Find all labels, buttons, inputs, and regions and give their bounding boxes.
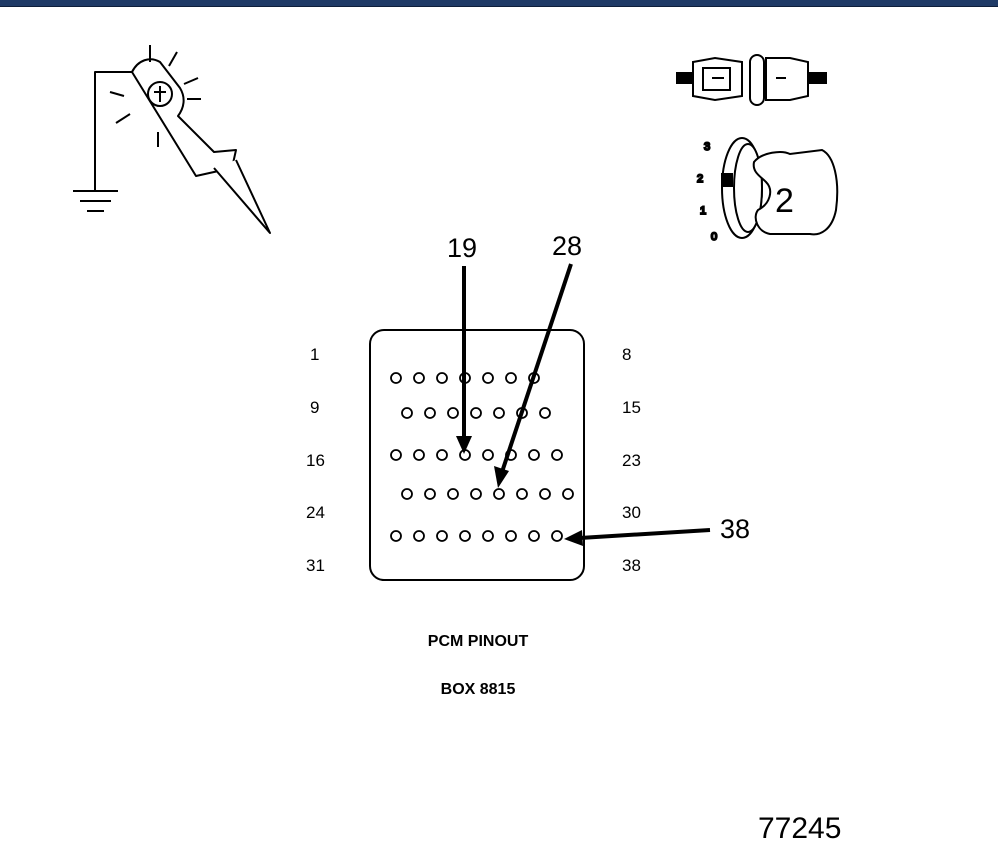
connector-pin-29: [539, 488, 551, 500]
callout-19: 19: [447, 233, 477, 263]
connector-pin-38: [551, 530, 563, 542]
connector-pin-14: [539, 407, 551, 419]
row-label-left-1: 1: [310, 345, 319, 364]
connector-pin-26: [470, 488, 482, 500]
callout-38: 38: [720, 514, 750, 544]
callout-28: 28: [552, 231, 582, 261]
callout-arrow-28: [500, 263, 573, 473]
callout-arrow-38: [579, 528, 711, 540]
connector-pin-10: [447, 407, 459, 419]
connector-pin-28: [516, 488, 528, 500]
connector-pin-5: [482, 372, 494, 384]
figure-number: 77245: [758, 812, 841, 845]
ignition-position-3: 3: [704, 141, 710, 153]
ignition-position-1: 1: [700, 205, 706, 217]
connector-pin-15: [390, 449, 402, 461]
connector-pin-6: [505, 372, 517, 384]
connector-pin-19: [482, 449, 494, 461]
row-label-left-3: 16: [306, 451, 325, 470]
connector-pin-25: [447, 488, 459, 500]
connector-pin-31: [390, 530, 402, 542]
connector-pin-11: [470, 407, 482, 419]
caption-box-number: BOX 8815: [441, 681, 516, 698]
row-label-right-3: 23: [622, 451, 641, 470]
ignition-key-icon: 3 2 1 0 2: [696, 137, 839, 244]
row-label-right-4: 30: [622, 503, 641, 522]
connector-pin-34: [459, 530, 471, 542]
row-label-right-2: 15: [622, 398, 641, 417]
connector-pins: [390, 372, 574, 542]
connector-pin-33: [436, 530, 448, 542]
connector-pin-24: [424, 488, 436, 500]
window-top-bar: [0, 0, 998, 7]
connector-pin-23: [401, 488, 413, 500]
test-light-icon: [73, 45, 271, 234]
row-label-left-2: 9: [310, 398, 319, 417]
connector-pin-3: [436, 372, 448, 384]
row-label-left-4: 24: [306, 503, 325, 522]
row-label-right-1: 8: [622, 345, 631, 364]
connector-pin-27: [493, 488, 505, 500]
row-label-left-5: 31: [306, 556, 325, 575]
ground-wire: [94, 71, 135, 190]
ground-symbol-icon: [73, 190, 118, 212]
connector-pin-36: [505, 530, 517, 542]
connector-pin-2: [413, 372, 425, 384]
connector-pin-21: [528, 449, 540, 461]
caption-pcm-pinout: PCM PINOUT: [428, 633, 529, 650]
ignition-position-0: 0: [711, 231, 717, 243]
connector-pin-35: [482, 530, 494, 542]
connector-disconnect-icon: [676, 54, 827, 106]
connector-pin-22: [551, 449, 563, 461]
row-label-right-5: 38: [622, 556, 641, 575]
connector-pin-17: [436, 449, 448, 461]
connector-pin-30: [562, 488, 574, 500]
connector-pin-12: [493, 407, 505, 419]
connector-pin-1: [390, 372, 402, 384]
ignition-key-number: 2: [775, 182, 794, 220]
connector-pin-16: [413, 449, 425, 461]
ignition-position-2: 2: [697, 173, 703, 185]
connector-pin-32: [413, 530, 425, 542]
connector-pin-9: [424, 407, 436, 419]
connector-pin-8: [401, 407, 413, 419]
connector-pin-37: [528, 530, 540, 542]
pcm-connector-face: [369, 329, 585, 581]
